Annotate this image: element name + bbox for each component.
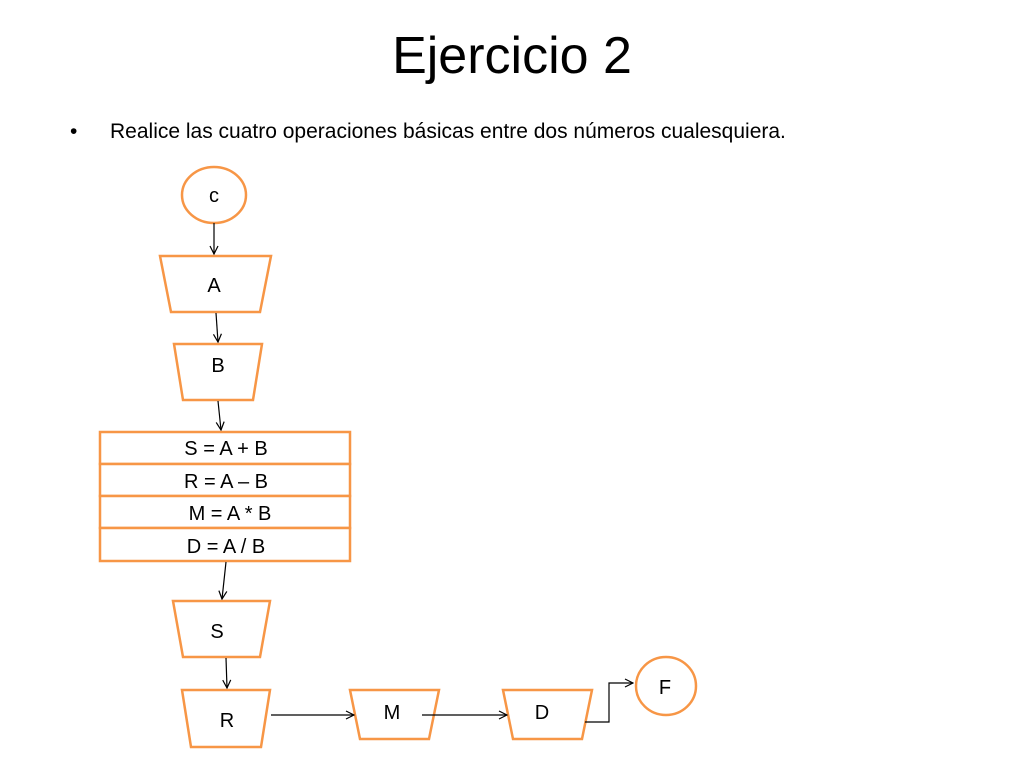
- input-a-node: A: [158, 254, 273, 314]
- output-d-label: D: [535, 702, 549, 724]
- output-m-node: M: [348, 688, 441, 741]
- end-node: F: [634, 655, 698, 717]
- process-text-subtract: R = A – B: [184, 471, 268, 493]
- process-block: S = A + B R = A – B M = A * B D = A / B: [98, 430, 352, 563]
- output-r-shape: [180, 688, 272, 749]
- output-s-shape: [171, 599, 272, 659]
- output-d-node: D: [501, 688, 594, 741]
- bullet-marker: •: [70, 120, 78, 143]
- input-b-node: B: [172, 342, 264, 402]
- start-node: c: [180, 165, 248, 225]
- input-b-shape: [172, 342, 264, 402]
- output-m-label: M: [384, 702, 401, 724]
- output-s-node: S: [171, 599, 272, 659]
- process-row-divide: [98, 526, 352, 563]
- output-m-shape: [348, 688, 441, 741]
- arrow-a-to-b: [216, 312, 218, 342]
- process-text-divide: D = A / B: [187, 536, 265, 558]
- end-ellipse: [634, 655, 698, 717]
- output-s-label: S: [210, 621, 223, 643]
- input-a-shape: [158, 254, 273, 314]
- arrow-b-to-process: [218, 400, 221, 430]
- slide-title: Ejercicio 2: [392, 27, 632, 85]
- arrow-s-to-r: [226, 657, 227, 688]
- process-text-sum: S = A + B: [184, 438, 267, 460]
- start-label: c: [209, 185, 219, 207]
- output-r-label: R: [220, 710, 234, 732]
- arrow-process-to-s: [222, 561, 226, 599]
- output-r-node: R: [180, 688, 272, 749]
- arrow-d-to-f: [585, 683, 633, 723]
- bullet-text: Realice las cuatro operaciones básicas e…: [110, 120, 786, 143]
- end-label: F: [659, 677, 671, 699]
- input-a-label: A: [207, 275, 221, 297]
- output-d-shape: [501, 688, 594, 741]
- process-text-multiply: M = A * B: [189, 503, 272, 525]
- input-b-label: B: [211, 355, 224, 377]
